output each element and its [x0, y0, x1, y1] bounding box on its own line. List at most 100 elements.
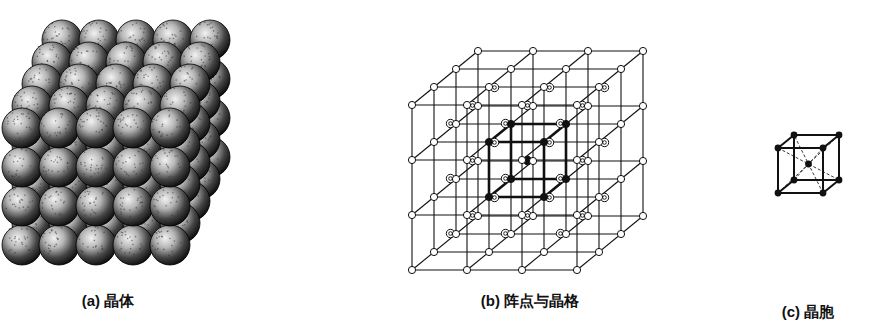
sphere-speckle — [110, 65, 112, 67]
sphere-speckle — [111, 92, 113, 94]
sphere-speckle — [58, 57, 60, 59]
sphere-speckle — [166, 23, 168, 25]
sphere-speckle — [120, 87, 122, 89]
sphere-speckle — [208, 97, 210, 99]
sphere-speckle — [48, 82, 50, 84]
sphere-speckle — [42, 53, 44, 55]
sphere-speckle — [25, 245, 27, 247]
sphere-speckle — [33, 104, 35, 106]
sphere-speckle — [198, 118, 200, 120]
sphere-speckle — [217, 118, 219, 120]
atom-sphere — [39, 225, 79, 265]
sphere-speckle — [166, 95, 168, 97]
sphere-speckle — [97, 38, 99, 40]
sphere-speckle — [183, 100, 185, 102]
sphere-speckle — [14, 236, 16, 238]
sphere-speckle — [167, 51, 169, 53]
sphere-speckle — [189, 141, 191, 143]
sphere-body — [39, 225, 79, 265]
sphere-speckle — [203, 62, 205, 64]
sphere-speckle — [156, 34, 158, 36]
sphere-speckle — [92, 50, 94, 52]
sphere-speckle — [172, 38, 174, 40]
sphere-speckle — [28, 249, 30, 251]
sphere-speckle — [75, 144, 77, 146]
sphere-speckle — [94, 230, 96, 232]
sphere-speckle — [82, 252, 84, 254]
sphere-speckle — [162, 52, 164, 54]
sphere-speckle — [138, 39, 140, 41]
sphere-speckle — [14, 244, 16, 246]
sphere-speckle — [29, 249, 31, 251]
sphere-packing — [2, 20, 230, 265]
sphere-speckle — [133, 34, 135, 36]
sphere-speckle — [86, 30, 88, 32]
sphere-speckle — [201, 44, 203, 46]
sphere-speckle — [114, 107, 116, 109]
sphere-speckle — [105, 29, 107, 31]
sphere-speckle — [10, 249, 12, 251]
sphere-speckle — [25, 238, 27, 240]
sphere-speckle — [96, 51, 98, 53]
sphere-speckle — [81, 31, 83, 33]
sphere-speckle — [75, 141, 77, 143]
sphere-speckle — [165, 55, 167, 57]
sphere-speckle — [145, 74, 147, 76]
sphere-speckle — [47, 60, 49, 62]
sphere-speckle — [168, 61, 170, 63]
sphere-speckle — [207, 139, 209, 141]
sphere-speckle — [184, 190, 186, 192]
sphere-speckle — [184, 105, 186, 107]
sphere-speckle — [70, 101, 72, 103]
sphere-speckle — [32, 81, 34, 83]
sphere-speckle — [162, 24, 164, 26]
sphere-speckle — [143, 40, 145, 42]
sphere-speckle — [97, 83, 99, 85]
sphere-speckle — [9, 228, 11, 230]
sphere-speckle — [36, 227, 38, 229]
sphere-speckle — [95, 105, 97, 107]
sphere-speckle — [56, 233, 58, 235]
sphere-speckle — [95, 246, 97, 248]
sphere-speckle — [159, 27, 161, 29]
sphere-speckle — [144, 99, 146, 101]
sphere-speckle — [99, 40, 101, 42]
sphere-speckle — [196, 36, 198, 38]
sphere-speckle — [214, 35, 216, 37]
sphere-speckle — [99, 107, 101, 109]
sphere-speckle — [74, 48, 76, 50]
sphere-speckle — [174, 43, 176, 45]
sphere-speckle — [208, 59, 210, 61]
sphere-speckle — [57, 35, 59, 37]
sphere-speckle — [183, 92, 185, 94]
sphere-speckle — [79, 62, 81, 64]
sphere-speckle — [135, 39, 137, 41]
sphere-speckle — [142, 89, 144, 91]
sphere-speckle — [166, 28, 168, 30]
sphere-speckle — [39, 187, 41, 189]
sphere-speckle — [54, 246, 56, 248]
sphere-speckle — [68, 102, 70, 104]
sphere-speckle — [132, 24, 134, 26]
sphere-speckle — [71, 82, 73, 84]
sphere-speckle — [127, 61, 129, 63]
sphere-speckle — [91, 230, 93, 232]
sphere-speckle — [192, 43, 194, 45]
sphere-speckle — [126, 46, 128, 48]
sphere-speckle — [130, 45, 132, 47]
sphere-speckle — [21, 100, 23, 102]
sphere-speckle — [37, 56, 39, 58]
sphere-speckle — [197, 195, 199, 197]
sphere-speckle — [56, 54, 58, 56]
sphere-speckle — [209, 92, 211, 94]
sphere-speckle — [81, 52, 83, 54]
sphere-speckle — [136, 93, 138, 95]
sphere-speckle — [157, 87, 159, 89]
sphere-speckle — [27, 101, 29, 103]
sphere-speckle — [130, 46, 132, 48]
sphere-speckle — [53, 99, 55, 101]
sphere-speckle — [168, 53, 170, 55]
sphere-speckle — [120, 30, 122, 32]
sphere-speckle — [62, 43, 64, 45]
